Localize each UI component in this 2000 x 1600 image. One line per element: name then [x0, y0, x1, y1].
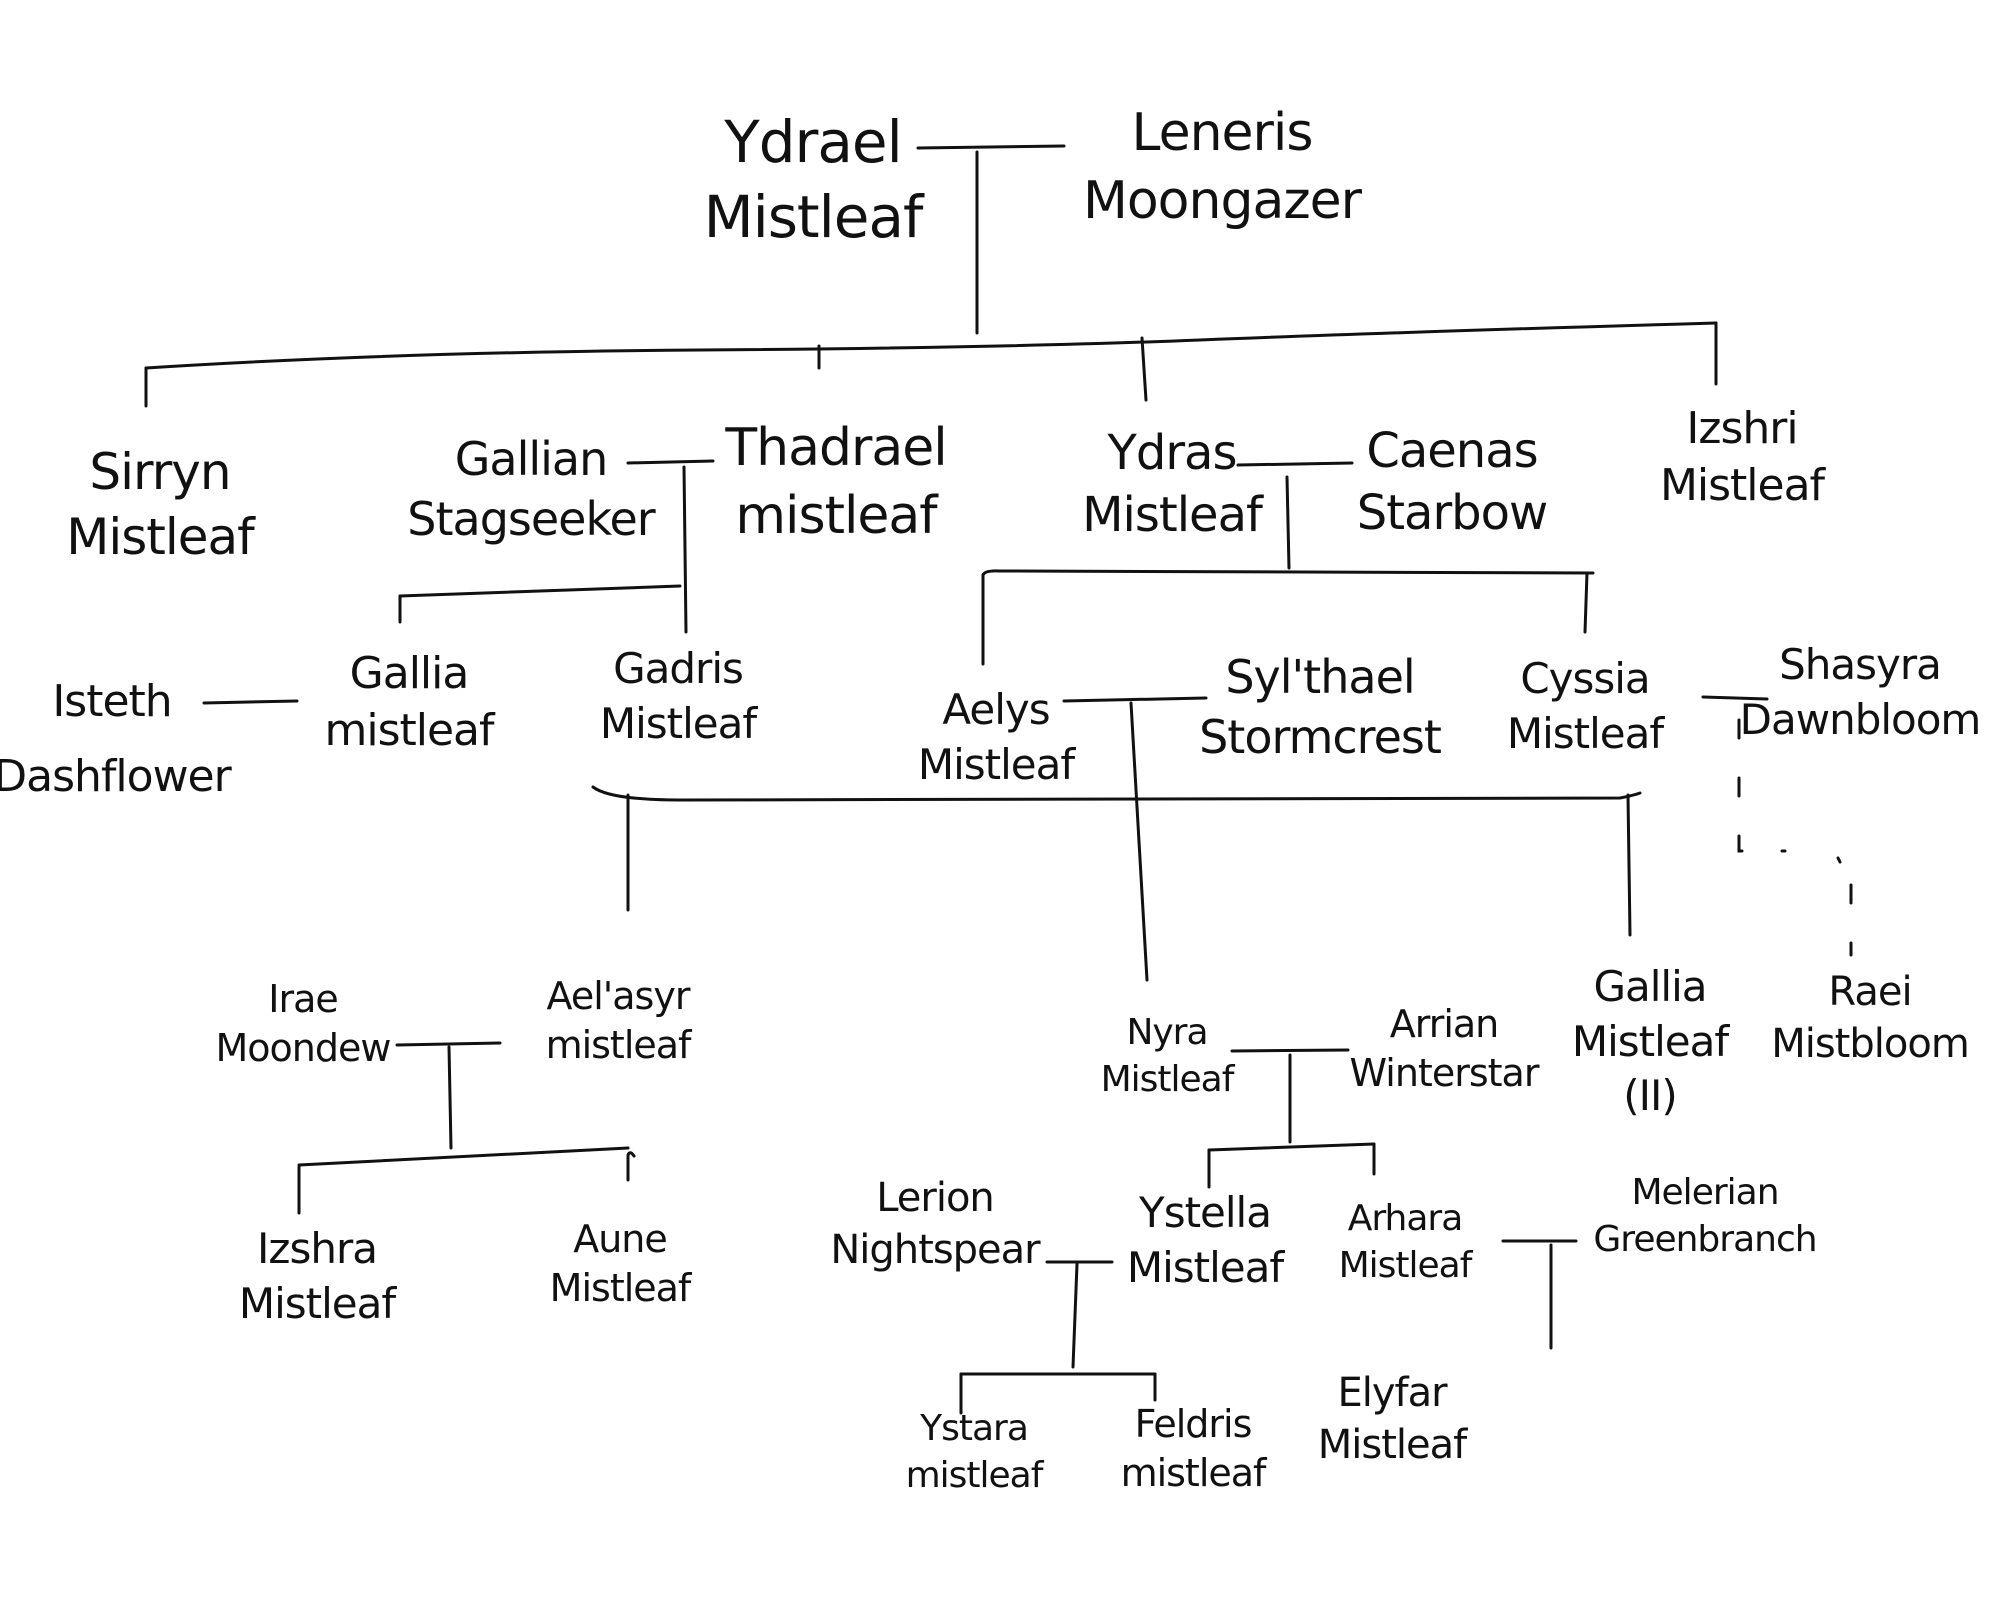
- first-name: Gallia: [1593, 962, 1707, 1011]
- person-aelasyr-mistleaf: Ael'asyr mistleaf: [545, 972, 692, 1071]
- last-name: Mistleaf: [238, 1278, 396, 1328]
- first-name: Izshra: [257, 1224, 378, 1273]
- last-name: Mistleaf: [66, 508, 255, 566]
- last-name: Mistleaf: [549, 1266, 692, 1311]
- last-name: Mistleaf: [1659, 460, 1825, 512]
- last-name: Dawnbloom: [1739, 694, 1982, 744]
- last-name: Stormcrest: [1199, 709, 1442, 764]
- first-name: Thadrael: [725, 418, 947, 478]
- last-name: Mistleaf: [703, 183, 924, 252]
- first-name: Ael'asyr: [546, 974, 691, 1018]
- first-name: Ystara: [920, 1408, 1029, 1449]
- first-name: Syl'thael: [1225, 650, 1415, 704]
- first-name: Nyra: [1126, 1012, 1208, 1053]
- first-name: Melerian: [1631, 1172, 1779, 1213]
- first-name: Shasyra: [1779, 640, 1942, 689]
- first-name: Gallian: [454, 432, 609, 486]
- last-name: Mistleaf: [1100, 1058, 1235, 1100]
- first-name: Cyssia: [1520, 654, 1650, 703]
- name-suffix: (II): [1623, 1071, 1678, 1121]
- last-name: Mistleaf: [1317, 1422, 1467, 1468]
- first-name: Izshri: [1686, 403, 1798, 454]
- last-name: Mistleaf: [1082, 487, 1263, 544]
- first-name: Raei: [1828, 969, 1912, 1015]
- first-name: Sirryn: [89, 443, 231, 501]
- last-name: Starbow: [1356, 485, 1549, 542]
- first-name: Isteth: [52, 676, 172, 727]
- person-feldris-mistleaf: Feldris mistleaf: [1120, 1400, 1267, 1499]
- last-name: Dashflower: [0, 750, 232, 802]
- last-name: Stagseeker: [407, 491, 655, 546]
- last-name: Mistleaf: [1338, 1244, 1473, 1286]
- first-name: Elyfar: [1337, 1370, 1447, 1416]
- first-name: Arhara: [1347, 1198, 1464, 1239]
- last-name: mistleaf: [905, 1454, 1044, 1496]
- last-name: mistleaf: [545, 1023, 692, 1068]
- last-name: Mistleaf: [1571, 1016, 1729, 1066]
- last-name: Greenbranch: [1593, 1218, 1817, 1260]
- last-name: Nightspear: [830, 1227, 1040, 1273]
- last-name: Winterstar: [1349, 1051, 1540, 1096]
- person-ystara-mistleaf: Ystara mistleaf: [905, 1406, 1044, 1500]
- first-name: Feldris: [1134, 1402, 1253, 1446]
- last-name: Mistleaf: [1126, 1242, 1284, 1292]
- last-name: Mistbloom: [1771, 1021, 1970, 1067]
- first-name: Gadris: [613, 644, 744, 693]
- first-name: Ystella: [1139, 1188, 1272, 1237]
- first-name: Lerion: [876, 1175, 995, 1221]
- first-name: Gallia: [349, 648, 470, 699]
- last-name: Moongazer: [1083, 170, 1362, 231]
- first-name: Arrian: [1389, 1002, 1500, 1046]
- last-name: Mistleaf: [1506, 708, 1664, 758]
- first-name: Aelys: [942, 685, 1050, 734]
- first-name: Ydrael: [724, 108, 902, 176]
- first-name: Irae: [268, 977, 338, 1021]
- first-name: Aune: [573, 1217, 668, 1261]
- last-name: Mistleaf: [599, 698, 757, 748]
- person-gallia-mistleaf: Gallia mistleaf: [324, 645, 494, 759]
- first-name: Caenas: [1366, 423, 1538, 479]
- last-name: mistleaf: [1120, 1451, 1267, 1496]
- first-name: Ydras: [1107, 425, 1238, 481]
- last-name: mistleaf: [735, 485, 937, 546]
- person-thadrael-mistleaf: Thadrael mistleaf: [725, 415, 947, 550]
- last-name: Mistleaf: [917, 739, 1075, 789]
- first-name: Leneris: [1131, 103, 1314, 163]
- last-name: Moondew: [215, 1026, 392, 1071]
- last-name: mistleaf: [324, 705, 494, 757]
